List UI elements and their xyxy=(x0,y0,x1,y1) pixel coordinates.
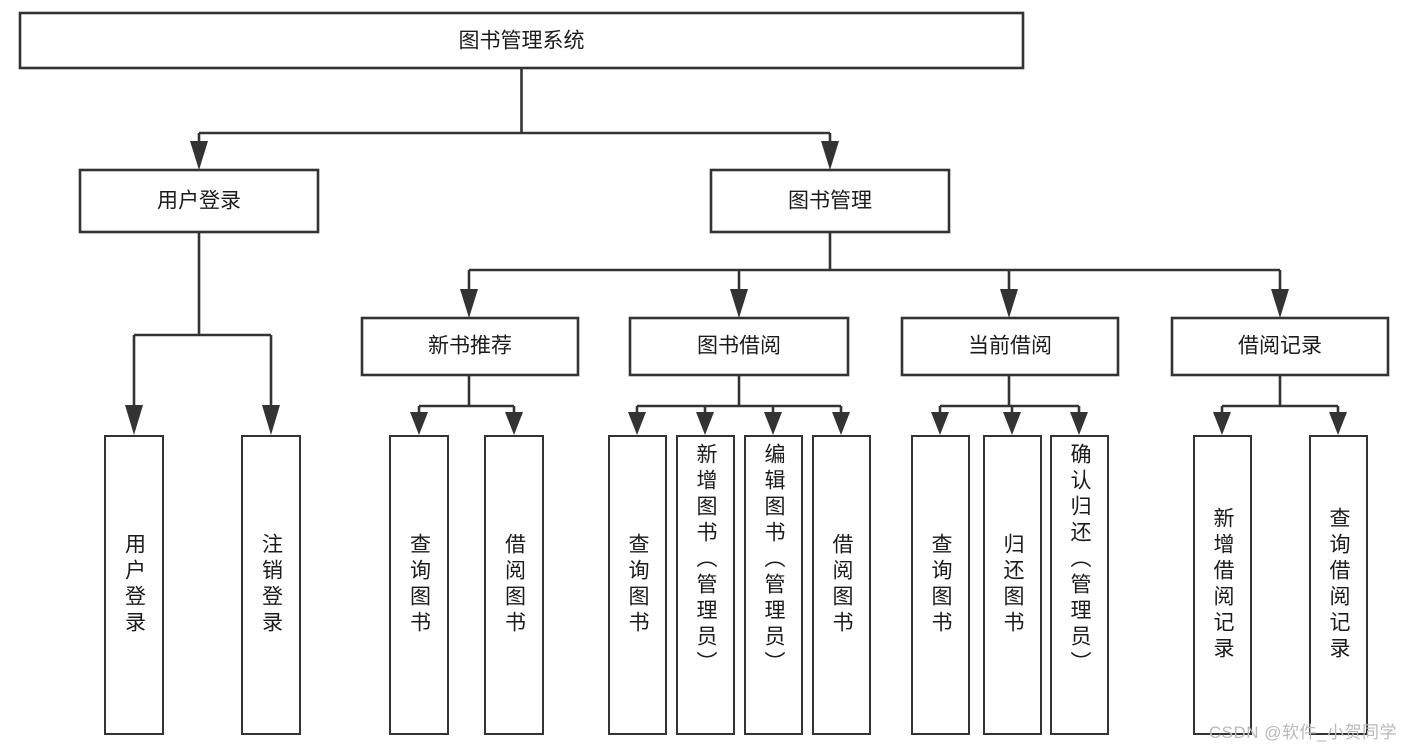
leaf-node-confirm-return-admin-label: 确认归还（管理员） xyxy=(1068,443,1091,677)
node-new-book-recommend-box[interactable] xyxy=(360,316,580,377)
arrowhead-borrow-record xyxy=(1271,289,1289,318)
arrowhead-bookborrow-leaf-2 xyxy=(696,412,714,435)
arrowhead-leaf-logout xyxy=(262,405,280,435)
node-user-login[interactable]: 用户登录 xyxy=(78,168,320,234)
connector-layer xyxy=(125,68,1347,435)
leaf-node-borrow-book-newrec-label: 借阅图书 xyxy=(502,533,526,637)
arrowhead-currentborrow-leaf-1 xyxy=(931,412,949,435)
node-book-management[interactable]: 图书管理 xyxy=(709,168,951,234)
arrowhead-currentborrow-leaf-3 xyxy=(1070,412,1088,435)
arrowhead-current-borrow xyxy=(1000,289,1018,318)
leaf-node-user-login-label: 用户登录 xyxy=(122,533,146,637)
leaf-node-borrow-book-label: 借阅图书 xyxy=(830,533,853,637)
arrowhead-borrowrecord-leaf-1 xyxy=(1213,412,1231,435)
node-user-login-box[interactable] xyxy=(78,168,320,234)
leaf-node-query-book-current-label: 查询图书 xyxy=(929,533,952,637)
node-root-box[interactable] xyxy=(18,11,1025,70)
arrowhead-newbook-leaf-2 xyxy=(505,412,523,435)
arrowhead-book-mgmt xyxy=(821,141,839,170)
node-new-book-recommend-label: 新书推荐 xyxy=(428,335,512,358)
node-root-label: 图书管理系统 xyxy=(459,30,585,53)
leaf-node-add-book-admin[interactable]: 新增图书（管理员） xyxy=(676,435,735,735)
node-book-borrow-label: 图书借阅 xyxy=(697,335,781,358)
node-current-borrow-box[interactable] xyxy=(900,316,1120,377)
leaf-node-borrow-book-newrec[interactable]: 借阅图书 xyxy=(484,435,544,735)
csdn-watermark: CSDN @软件_小贺同学 xyxy=(1208,723,1397,742)
leaf-node-query-borrow-record-label: 查询借阅记录 xyxy=(1327,507,1350,663)
node-root[interactable]: 图书管理系统 xyxy=(18,11,1025,70)
leaf-node-query-book-newrec-label: 查询图书 xyxy=(407,533,431,637)
arrowhead-bookborrow-leaf-3 xyxy=(764,412,782,435)
leaf-node-edit-book-admin[interactable]: 编辑图书（管理员） xyxy=(744,435,803,735)
arrowhead-user-login xyxy=(190,141,208,170)
leaf-node-logout[interactable]: 注销登录 xyxy=(241,435,301,735)
arrowhead-currentborrow-leaf-2 xyxy=(1003,412,1021,435)
arrowhead-book-borrow xyxy=(730,289,748,318)
leaf-node-edit-book-admin-label: 编辑图书（管理员） xyxy=(762,443,785,677)
arrowhead-new-book-rec xyxy=(460,289,478,318)
arrowhead-leaf-user-login xyxy=(125,405,143,435)
leaf-node-add-borrow-record[interactable]: 新增借阅记录 xyxy=(1193,435,1252,735)
node-current-borrow[interactable]: 当前借阅 xyxy=(900,316,1120,377)
leaf-node-user-login[interactable]: 用户登录 xyxy=(104,435,164,735)
leaf-node-query-book-newrec[interactable]: 查询图书 xyxy=(389,435,449,735)
node-book-management-box[interactable] xyxy=(709,168,951,234)
leaf-node-return-book-label: 归还图书 xyxy=(1001,533,1024,637)
leaf-node-confirm-return-admin[interactable]: 确认归还（管理员） xyxy=(1050,435,1109,735)
leaf-node-return-book[interactable]: 归还图书 xyxy=(983,435,1042,735)
leaf-node-borrow-book[interactable]: 借阅图书 xyxy=(812,435,871,735)
leaf-node-query-borrow-record[interactable]: 查询借阅记录 xyxy=(1309,435,1368,735)
leaf-node-query-book-current[interactable]: 查询图书 xyxy=(911,435,970,735)
leaf-node-query-book-borrow-label: 查询图书 xyxy=(626,533,649,637)
arrowhead-bookborrow-leaf-1 xyxy=(628,412,646,435)
leaf-node-logout-label: 注销登录 xyxy=(259,533,283,637)
node-current-borrow-label: 当前借阅 xyxy=(968,335,1052,358)
arrowhead-newbook-leaf-1 xyxy=(410,412,428,435)
node-book-management-label: 图书管理 xyxy=(788,190,872,213)
leaf-node-add-borrow-record-label: 新增借阅记录 xyxy=(1211,507,1234,663)
node-new-book-recommend[interactable]: 新书推荐 xyxy=(360,316,580,377)
arrowhead-borrowrecord-leaf-2 xyxy=(1329,412,1347,435)
node-book-borrow[interactable]: 图书借阅 xyxy=(628,316,850,377)
node-borrow-record[interactable]: 借阅记录 xyxy=(1170,316,1390,377)
node-user-login-label: 用户登录 xyxy=(157,190,241,213)
node-borrow-record-label: 借阅记录 xyxy=(1238,335,1322,358)
leaf-node-add-book-admin-label: 新增图书（管理员） xyxy=(694,443,717,677)
arrowhead-bookborrow-leaf-4 xyxy=(832,412,850,435)
node-book-borrow-box[interactable] xyxy=(628,316,850,377)
leaf-node-query-book-borrow[interactable]: 查询图书 xyxy=(608,435,667,735)
node-borrow-record-box[interactable] xyxy=(1170,316,1390,377)
